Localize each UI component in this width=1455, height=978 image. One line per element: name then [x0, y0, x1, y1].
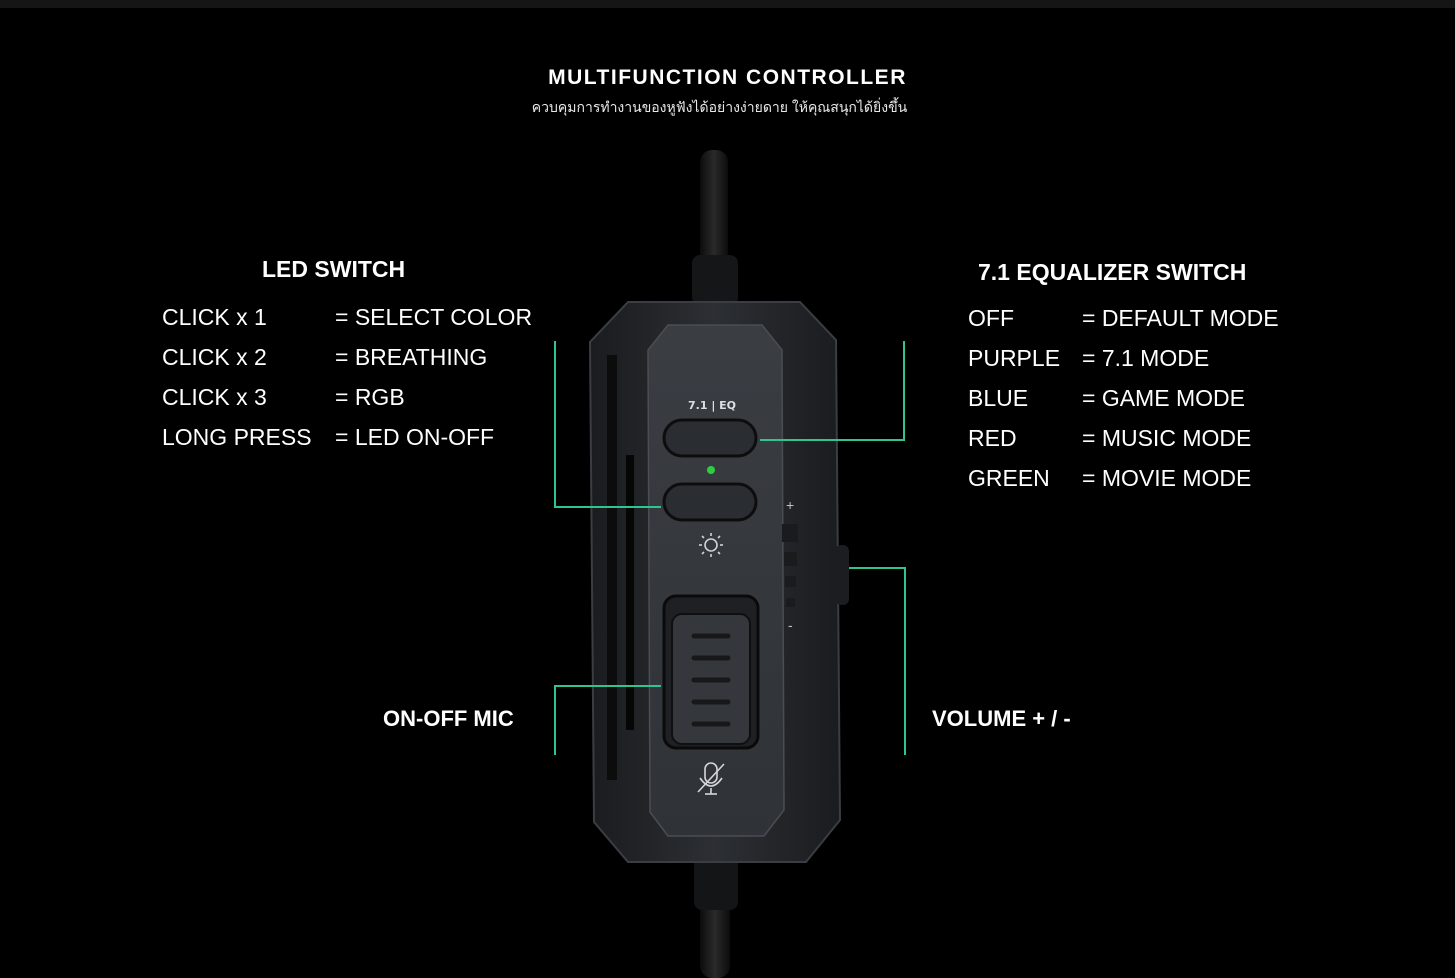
eq-row-key: OFF — [968, 305, 1014, 331]
eq-row-value: = MOVIE MODE — [1082, 465, 1252, 491]
led-row-value: = RGB — [335, 384, 405, 410]
cable-top — [700, 150, 728, 270]
led-row-value: = LED ON-OFF — [335, 424, 495, 450]
eq-row-key: RED — [968, 425, 1017, 451]
led-row-key: LONG PRESS — [162, 424, 312, 450]
eq-button — [662, 418, 758, 458]
led-row-value: = BREATHING — [335, 344, 488, 370]
volume-level-bars — [782, 524, 798, 607]
led-button — [662, 482, 758, 522]
eq-row-value: = MUSIC MODE — [1082, 425, 1252, 451]
eq-label: 7.1 | EQ — [688, 399, 737, 412]
eq-row-value: = DEFAULT MODE — [1082, 305, 1279, 331]
volume-callout-line — [849, 567, 906, 755]
mic-callout-label: ON-OFF MIC — [383, 706, 514, 731]
page-subtitle: ควบคุมการทำงานของหูฟังได้อย่างง่ายดาย ให… — [531, 99, 908, 115]
eq-row-key: GREEN — [968, 465, 1050, 491]
top-strip — [0, 0, 1455, 8]
eq-row-key: BLUE — [968, 385, 1029, 411]
led-callout-line — [554, 341, 661, 508]
sun-icon — [699, 533, 723, 557]
eq-row-value: = GAME MODE — [1082, 385, 1245, 411]
volume-plus-label: + — [786, 497, 795, 513]
volume-callout-label: VOLUME + / - — [932, 706, 1071, 731]
mic-switch-ridges — [691, 633, 731, 727]
led-row-value: = SELECT COLOR — [335, 304, 533, 330]
equalizer-switch-title: 7.1 EQUALIZER SWITCH — [978, 259, 1247, 285]
callout-lines — [554, 341, 906, 755]
cable-strain-relief-top — [692, 255, 738, 305]
volume-minus-label: - — [788, 617, 793, 633]
eq-callout-line — [760, 341, 905, 441]
volume-wheel — [835, 545, 849, 605]
mic-muted-icon — [697, 762, 725, 795]
led-row-key: CLICK x 2 — [162, 344, 267, 370]
led-row-key: CLICK x 1 — [162, 304, 267, 330]
cable-strain-relief-bottom — [694, 855, 738, 910]
eq-row-value: = 7.1 MODE — [1082, 345, 1210, 371]
led-switch-title: LED SWITCH — [262, 256, 406, 282]
mic-callout-line — [554, 685, 661, 755]
page-title: MULTIFUNCTION CONTROLLER — [548, 66, 907, 89]
eq-row-key: PURPLE — [968, 345, 1061, 371]
led-row-key: CLICK x 3 — [162, 384, 267, 410]
led-indicator — [707, 466, 715, 474]
